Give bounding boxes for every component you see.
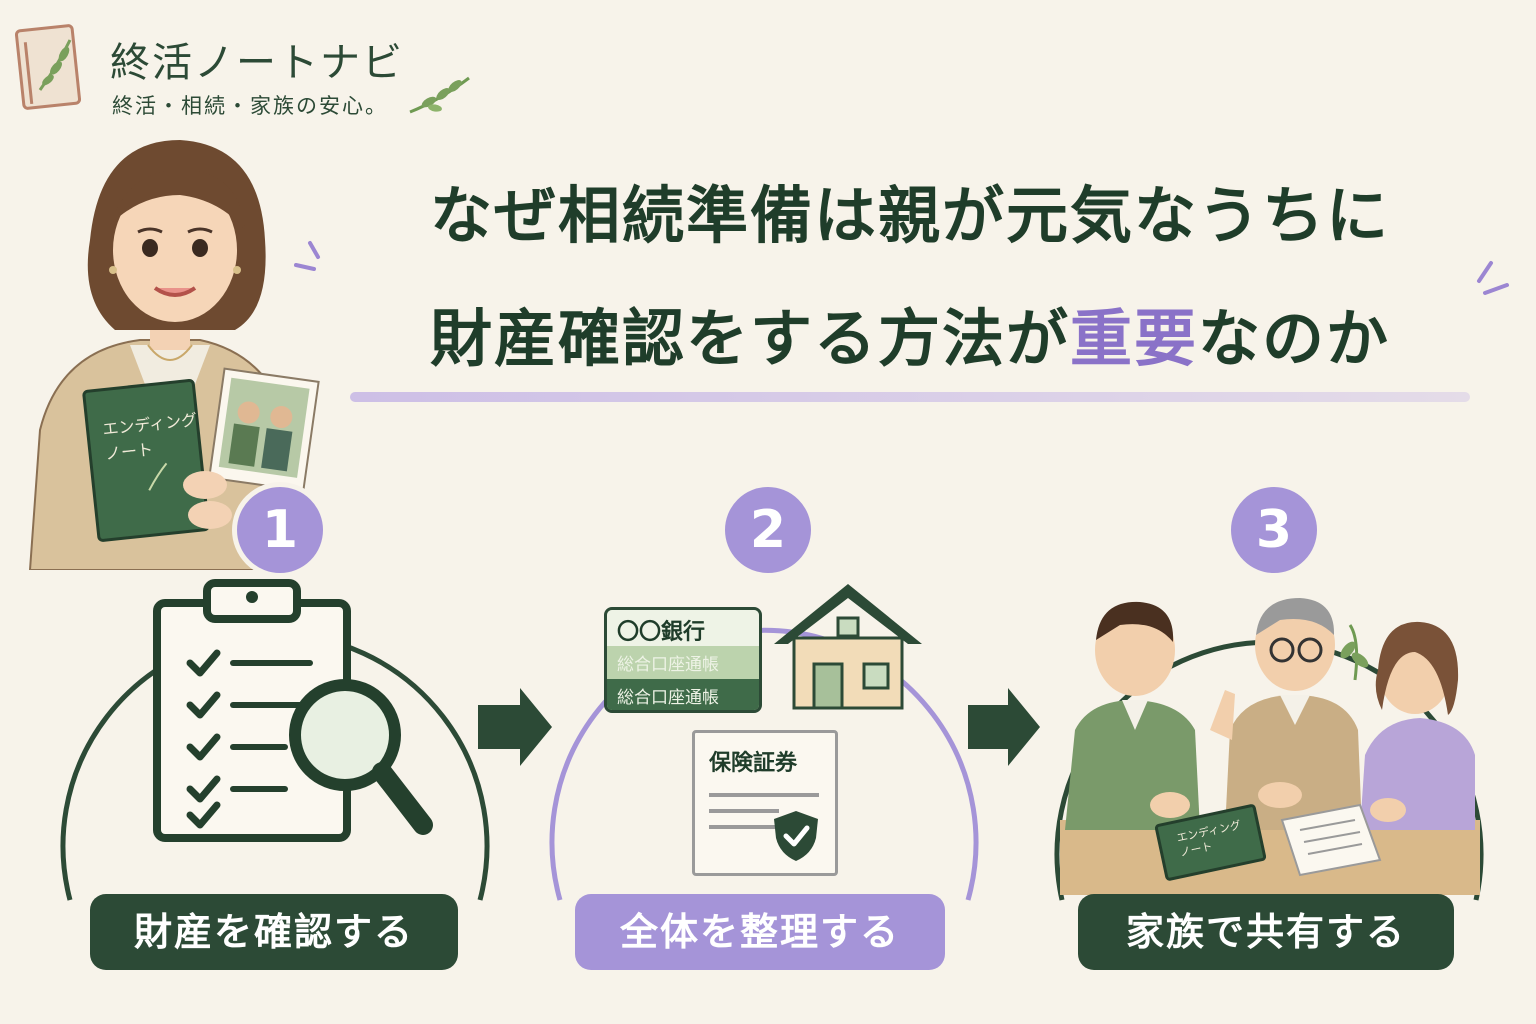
bank-passbook-card: 〇〇銀行 総合口座通帳 総合口座通帳 xyxy=(604,607,762,713)
leaf-sprig-icon xyxy=(409,76,470,114)
arrow-2-icon xyxy=(968,688,1040,766)
family-discussion-illustration: エンディング ノート xyxy=(1060,598,1480,895)
presenter-book-title-line2: ノート xyxy=(104,440,154,464)
arrow-1-icon xyxy=(478,688,552,766)
step-1-label[interactable]: 財産を確認する xyxy=(90,894,458,970)
step-3-number: 3 xyxy=(1226,482,1322,578)
headline-line-2-part-1: 財産確認をする方法が xyxy=(429,302,1070,375)
clipboard-magnifier-icon xyxy=(153,579,433,842)
headline-accent: 重要 xyxy=(1069,302,1198,375)
insurance-certificate-card: 保険証券 xyxy=(692,730,838,876)
bank-card-line-2: 総合口座通帳 xyxy=(607,679,759,710)
sparkle-left-icon xyxy=(294,241,320,271)
house-icon xyxy=(774,584,922,710)
step-2-arc xyxy=(549,627,979,901)
brand-book-icon xyxy=(14,24,82,110)
step-3-label[interactable]: 家族で共有する xyxy=(1078,894,1454,970)
shield-check-icon xyxy=(774,811,818,861)
brand-name[interactable]: 終活ノートナビ xyxy=(110,40,404,86)
headline-underline xyxy=(350,392,1470,402)
bank-card-line-1: 総合口座通帳 xyxy=(617,655,719,675)
step-2-number: 2 xyxy=(720,482,816,578)
insurance-line xyxy=(709,825,779,829)
headline-line-2: 財産確認をする方法が重要なのか xyxy=(320,288,1500,378)
sparkle-right-icon xyxy=(1477,261,1509,295)
insurance-line xyxy=(709,793,819,797)
insurance-title: 保険証券 xyxy=(709,751,798,776)
headline-line-2-part-2: なのか xyxy=(1198,302,1391,375)
insurance-line xyxy=(709,809,779,813)
brand-tagline: 終活・相続・家族の安心。 xyxy=(112,94,388,118)
headline-line-1: なぜ相続準備は親が元気なうちに xyxy=(429,179,1390,252)
step-2-label[interactable]: 全体を整理する xyxy=(575,894,945,970)
bank-card-title: 〇〇銀行 xyxy=(607,610,759,646)
step-1-number: 1 xyxy=(232,482,328,578)
